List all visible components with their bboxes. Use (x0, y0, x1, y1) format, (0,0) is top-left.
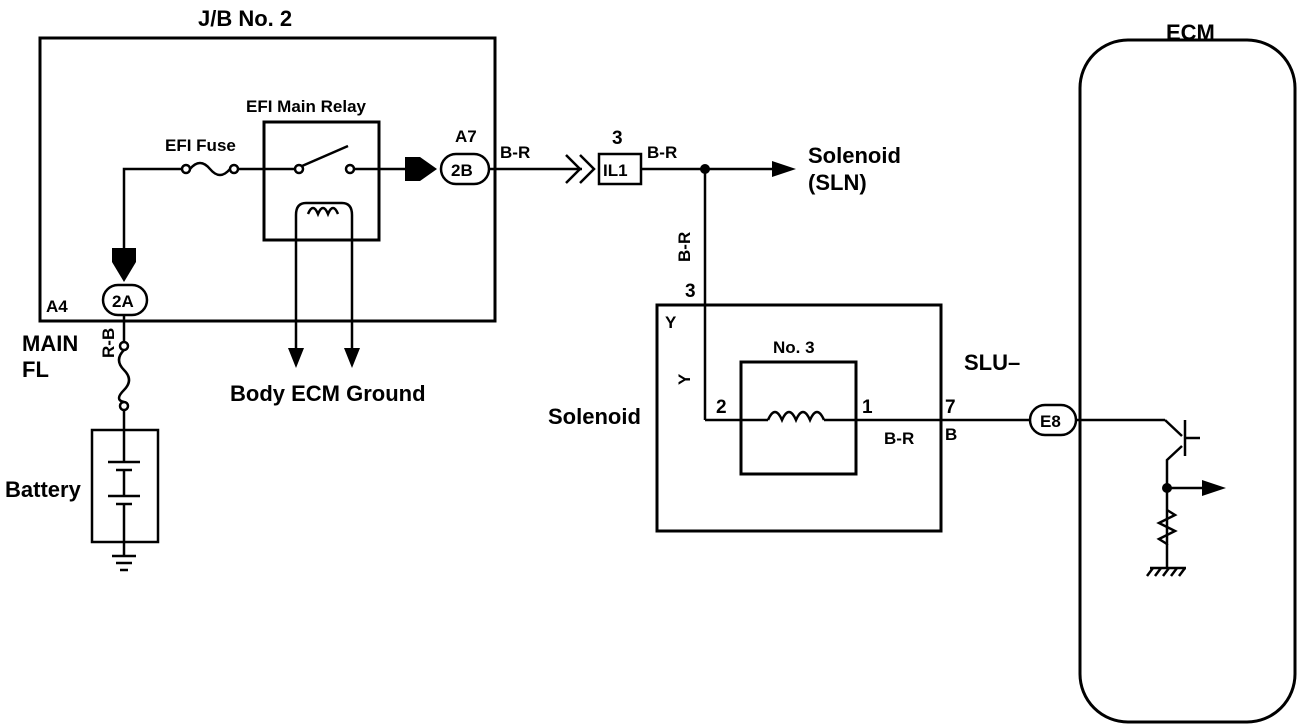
body-ecm-ground-label: Body ECM Ground (230, 381, 426, 406)
pin-1: 1 (862, 397, 873, 418)
junction-block-box (38, 36, 497, 323)
main-fl-label-1: MAIN (22, 331, 78, 356)
solenoid-box (655, 303, 943, 533)
main-fl-terminal-bottom (118, 400, 130, 412)
relay-contact-left (293, 163, 305, 175)
main-fl-terminal-top (118, 340, 130, 352)
wire-br-1: B-R (500, 143, 530, 162)
solenoid-no3-label: No. 3 (773, 338, 815, 357)
ecm-box (1078, 38, 1297, 724)
wire-y-1: Y (665, 313, 677, 332)
wire-br-vertical: B-R (675, 232, 694, 262)
solenoid-no3-box (739, 360, 858, 476)
battery-label: Battery (5, 477, 82, 502)
wire-br-3: B-R (884, 429, 914, 448)
connector-2a-label: 2A (112, 292, 134, 311)
wire-br-2: B-R (647, 143, 677, 162)
pin-3: 3 (685, 281, 696, 302)
connector-a7-label: A7 (455, 127, 477, 146)
pin-2: 2 (716, 397, 727, 418)
ground-arrow-1 (288, 348, 304, 368)
ecm-output-arrow (1202, 480, 1226, 496)
solenoid-sln-label-2: (SLN) (808, 170, 867, 195)
solenoid-coil (766, 410, 826, 424)
efi-fuse-terminal-left (180, 163, 192, 175)
connector-2b-arrow (405, 157, 437, 181)
ecm-resistor (1156, 508, 1178, 546)
sln-arrow (772, 161, 796, 177)
connector-e8-label: E8 (1040, 412, 1061, 431)
efi-main-relay-box (262, 120, 381, 242)
main-fl-label-2: FL (22, 357, 49, 382)
main-fl-link (117, 349, 131, 404)
connector-il1-pin: 3 (612, 128, 623, 149)
wire-b: B (945, 425, 957, 444)
efi-fuse (189, 161, 231, 177)
efi-main-relay-label: EFI Main Relay (246, 97, 367, 116)
connector-il1-label: IL1 (603, 161, 628, 180)
connector-2a-arrow (112, 248, 136, 282)
relay-contact-right (344, 163, 356, 175)
junction-block-title: J/B No. 2 (198, 6, 292, 31)
connector-a4-label: A4 (46, 297, 68, 316)
ecm-label: ECM (1166, 20, 1215, 45)
efi-fuse-terminal-right (228, 163, 240, 175)
solenoid-label: Solenoid (548, 404, 641, 429)
efi-fuse-label: EFI Fuse (165, 136, 236, 155)
slu-label: SLU– (964, 350, 1020, 375)
wire-y-2: Y (675, 373, 694, 385)
relay-coil (294, 201, 354, 240)
pin-7: 7 (945, 397, 956, 418)
solenoid-sln-label-1: Solenoid (808, 143, 901, 168)
wire-rb: R-B (99, 328, 118, 358)
ground-arrow-2 (344, 348, 360, 368)
connector-2b-label: 2B (451, 161, 473, 180)
